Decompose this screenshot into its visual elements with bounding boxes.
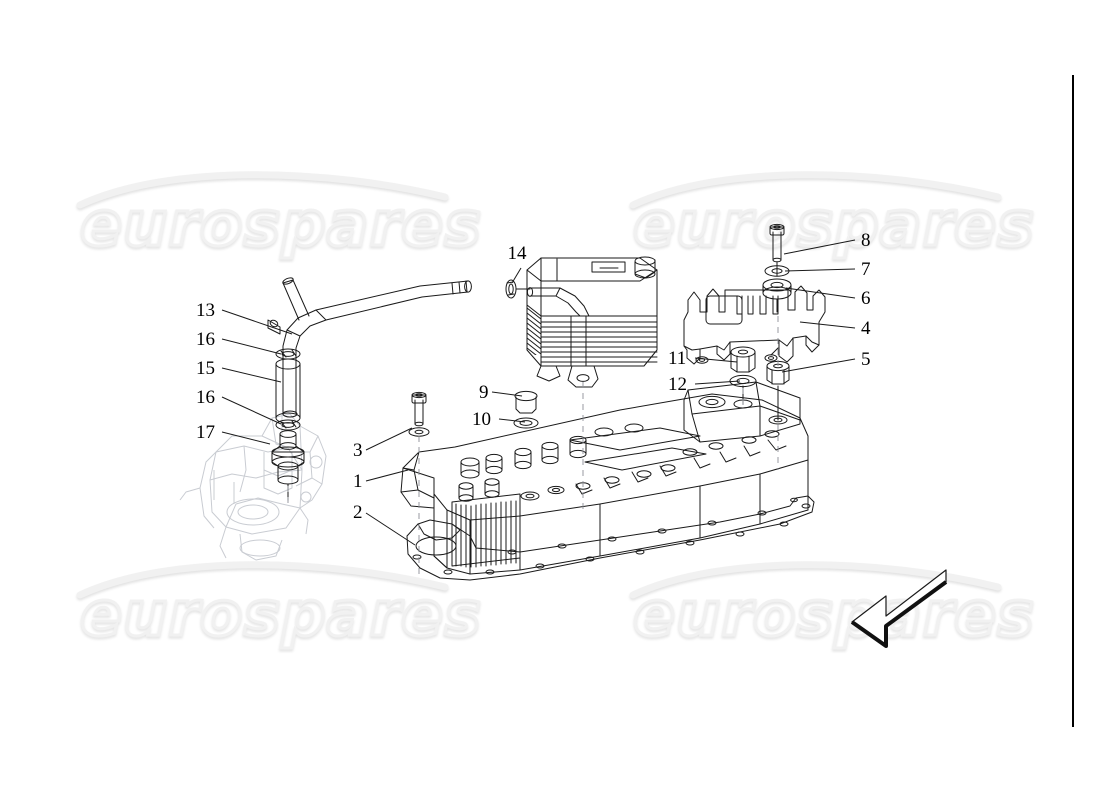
leader-line — [491, 391, 523, 397]
callout-8: 8 — [783, 230, 871, 255]
callout-15: 15 — [196, 358, 282, 383]
callout-16: 16 — [196, 329, 282, 355]
callout-label: 2 — [353, 502, 363, 523]
watermark: eurospares — [76, 171, 483, 262]
leader-line — [365, 512, 416, 546]
callout-17: 17 — [196, 422, 271, 445]
part-2-sump-gasket — [406, 495, 815, 581]
callout-label: 11 — [668, 348, 686, 369]
callout-5: 5 — [781, 349, 871, 373]
callout-12: 12 — [668, 374, 741, 395]
callout-label: 17 — [196, 422, 215, 443]
callout-3: 3 — [353, 427, 413, 461]
callout-4: 4 — [799, 318, 871, 339]
callout-14: 14 — [508, 243, 528, 284]
watermark: eurospares — [629, 561, 1036, 652]
leader-line — [498, 418, 526, 423]
callout-label: 6 — [861, 288, 871, 309]
callout-2: 2 — [353, 502, 416, 546]
callout-13: 13 — [196, 300, 293, 335]
callout-label: 1 — [353, 471, 363, 492]
callout-7: 7 — [784, 259, 871, 280]
callout-label: 4 — [861, 318, 871, 339]
callout-label: 7 — [861, 259, 871, 280]
callout-label: 15 — [196, 358, 215, 379]
callout-10: 10 — [472, 409, 526, 430]
leader-line — [221, 309, 293, 335]
leader-line — [781, 358, 856, 373]
leader-line — [799, 321, 856, 329]
heat-exchanger-core — [526, 256, 658, 388]
leader-line — [365, 427, 413, 451]
callout-label: 16 — [196, 387, 215, 408]
watermark-text: eurospares — [80, 187, 482, 260]
callout-9: 9 — [479, 382, 523, 403]
watermark-text: eurospares — [80, 577, 482, 650]
watermark-text: eurospares — [633, 187, 1035, 260]
callout-label: 13 — [196, 300, 215, 321]
leader-line — [783, 239, 856, 255]
callout-label: 10 — [472, 409, 491, 430]
leader-line — [221, 431, 271, 445]
part-10-sealing-washer — [513, 417, 539, 429]
part-13-oil-return-pipe — [267, 277, 472, 418]
leader-line — [784, 268, 856, 272]
leader-line — [365, 469, 409, 482]
watermark: eurospares — [76, 561, 483, 652]
leader-line — [221, 367, 282, 383]
callout-label: 9 — [479, 382, 489, 403]
leader-line — [694, 357, 738, 363]
leader-line — [221, 338, 282, 355]
callout-11: 11 — [668, 348, 738, 369]
part-8-hex-socket-bolt — [769, 223, 785, 277]
callout-16: 16 — [196, 387, 282, 425]
watermark-text: eurospares — [633, 577, 1035, 650]
part-1-oil-sump-housing — [400, 381, 809, 575]
callout-label: 3 — [353, 440, 363, 461]
part-16-o-ring-lower — [275, 419, 301, 431]
part-4-stamped-shield-bracket — [683, 285, 826, 365]
leader-line — [694, 380, 741, 385]
part-11-stud-mount-bush — [730, 346, 756, 373]
callout-label: 12 — [668, 374, 687, 395]
callout-label: 5 — [861, 349, 871, 370]
orientation-arrow — [850, 569, 948, 648]
part-3-bolt-with-washer — [408, 391, 430, 437]
leader-line — [221, 396, 282, 425]
part-15-pipe-sleeve — [275, 358, 301, 424]
part-17-union-fitting — [271, 430, 305, 501]
part-6-spacer-bushing — [762, 278, 792, 313]
leader-line — [511, 267, 522, 284]
leader-line — [785, 287, 856, 299]
callout-label: 14 — [508, 243, 528, 264]
callout-label: 8 — [861, 230, 871, 251]
callout-label: 16 — [196, 329, 215, 350]
watermark: eurospares — [629, 171, 1036, 262]
callout-6: 6 — [785, 287, 871, 309]
callout-1: 1 — [353, 469, 409, 492]
part-9-plug-cap — [514, 390, 538, 414]
